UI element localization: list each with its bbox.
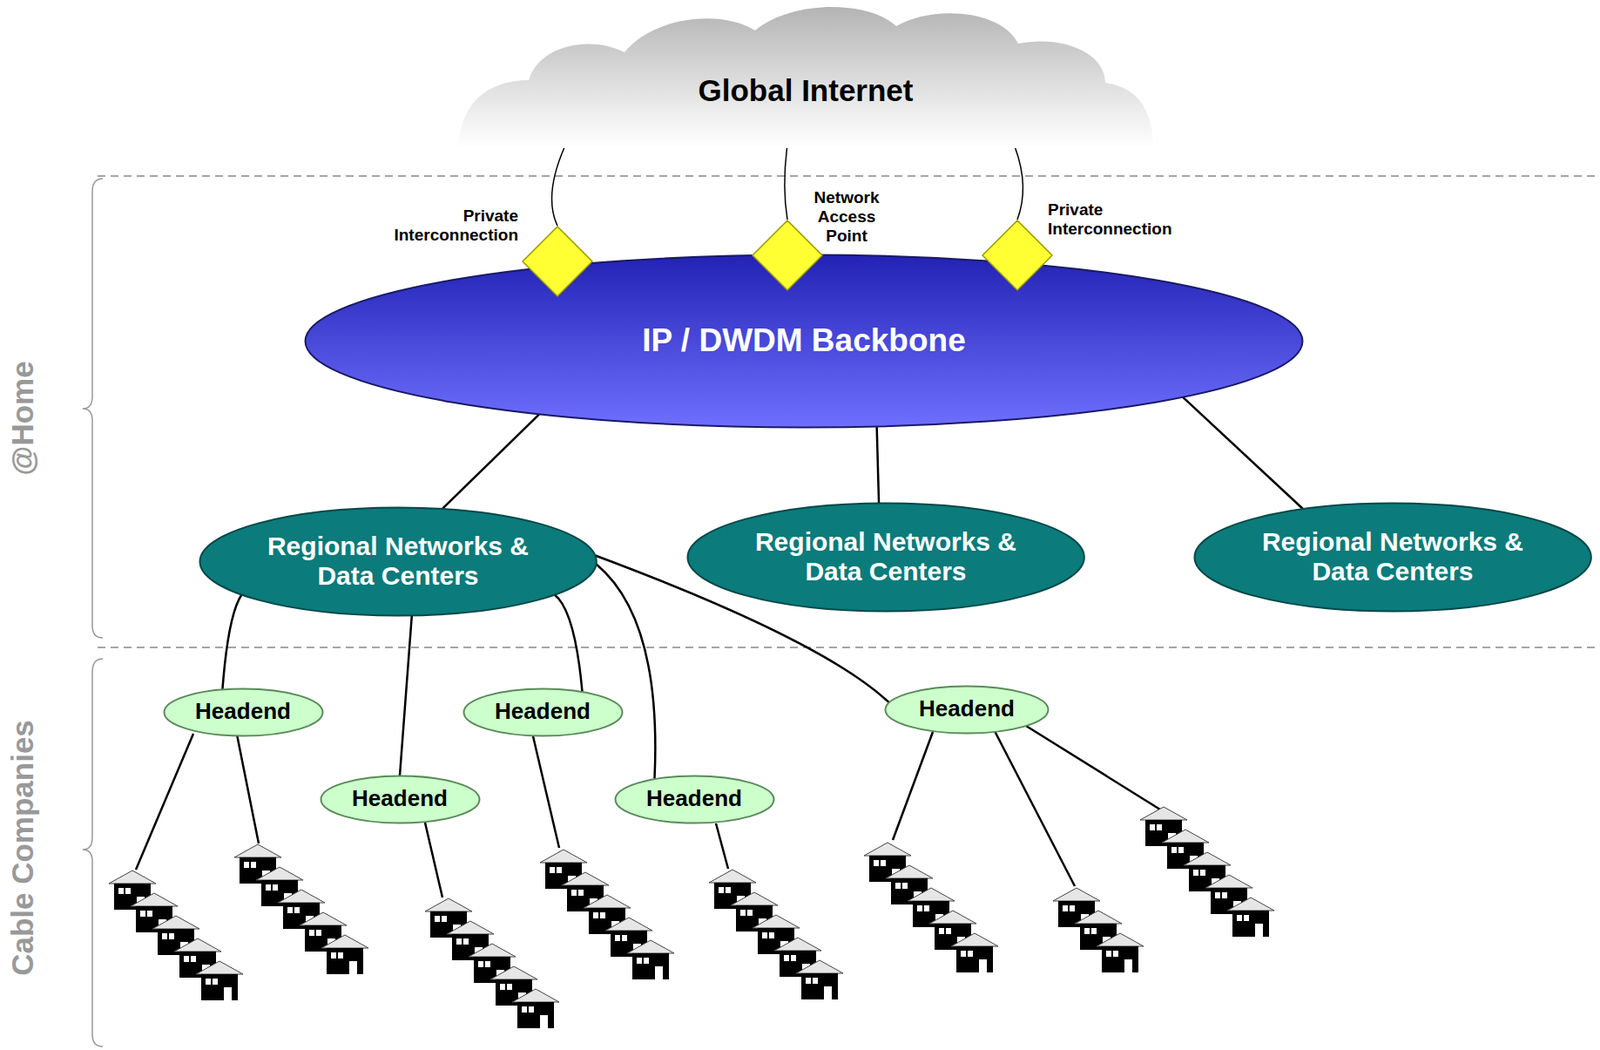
network-link	[553, 594, 582, 691]
house-icon	[627, 939, 675, 979]
node-title: Headend	[494, 698, 591, 725]
network-ellipse: Headend	[884, 684, 1050, 735]
network-ellipse: Headend	[614, 774, 776, 824]
section-label: Cable Companies	[5, 719, 41, 976]
node-title: IP / DWDM Backbone	[641, 322, 966, 360]
node-title: Regional Networks & Data Centers	[263, 531, 534, 592]
network-ellipse: Headend	[462, 687, 624, 737]
internet-cloud: Global Internet	[459, 0, 1154, 149]
node-title: Headend	[195, 698, 291, 725]
house-icon	[321, 934, 369, 974]
brace	[82, 178, 103, 1047]
network-ellipse: Regional Networks & Data Centers	[198, 506, 598, 617]
interconnect-label: Private Interconnection	[1047, 200, 1179, 239]
house-icon	[195, 960, 244, 1000]
house-icon	[951, 932, 999, 973]
node-title: Regional Networks & Data Centers	[750, 526, 1021, 588]
network-link	[784, 148, 788, 220]
network-link	[222, 594, 242, 689]
network-ellipse: Headend	[319, 774, 481, 824]
network-link	[877, 425, 879, 503]
node-shape	[521, 225, 594, 298]
house-icon	[512, 988, 560, 1028]
network-ellipse: Regional Networks & Data Centers	[1193, 501, 1593, 613]
divider-line	[97, 175, 1600, 648]
node-shape	[751, 219, 824, 291]
interconnect-diamond: Network Access Point	[751, 219, 824, 291]
house-icon	[1227, 897, 1275, 937]
section-label: @Home	[5, 360, 41, 475]
interconnect-diamond: Private Interconnection	[981, 219, 1054, 291]
network-link	[1015, 148, 1024, 220]
network-link	[399, 614, 412, 776]
node-title: Regional Networks & Data Centers	[1257, 526, 1528, 588]
interconnect-label: Network Access Point	[806, 188, 887, 246]
house-icon	[796, 959, 844, 1000]
node-shape	[981, 219, 1054, 291]
network-ellipse: Regional Networks & Data Centers	[686, 501, 1086, 613]
network-link	[1182, 396, 1303, 508]
node-title: Global Internet	[698, 73, 914, 109]
network-link	[442, 413, 540, 509]
network-link	[552, 148, 565, 226]
network-ellipse: Headend	[162, 687, 325, 737]
interconnect-label: Private Interconnection	[387, 206, 519, 245]
node-title: Headend	[351, 785, 448, 812]
drop-line	[135, 725, 1161, 898]
network-ellipse: IP / DWDM Backbone	[303, 253, 1304, 429]
house-icons	[108, 806, 1275, 1028]
network-link	[595, 563, 655, 778]
house-icon	[1096, 932, 1144, 973]
node-title: Headend	[918, 695, 1015, 723]
interconnect-diamond: Private Interconnection	[521, 225, 594, 298]
node-title: Headend	[646, 785, 743, 812]
